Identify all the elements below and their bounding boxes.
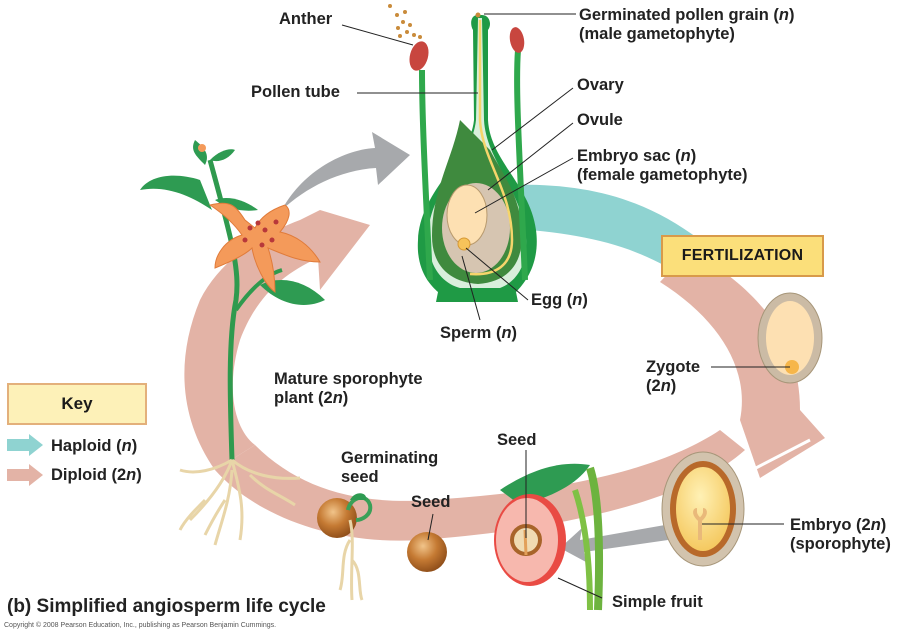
pollen-grains [388, 4, 481, 39]
label-pollen-tube: Pollen tube [251, 83, 340, 101]
label-seed-in-fruit: Seed [497, 431, 537, 449]
diploid-arrow-icon [7, 464, 43, 486]
key-haploid-label: Haploid (n) [51, 437, 138, 455]
label-embryo-sac: Embryo sac (n) (female gametophyte) [577, 147, 748, 184]
figure-caption: (b) Simplified angiosperm life cycle [7, 596, 326, 617]
label-egg: Egg (n) [531, 291, 588, 309]
key-arrows [7, 434, 43, 486]
label-ovule: Ovule [577, 111, 623, 129]
label-zygote: Zygote (2n) [646, 358, 701, 395]
stamens [409, 27, 528, 281]
key-title-box: Key [7, 383, 147, 425]
label-ovary: Ovary [577, 76, 624, 94]
fertilization-stage-box: FERTILIZATION [661, 235, 824, 277]
copyright-notice: Copyright © 2008 Pearson Education, Inc.… [4, 622, 277, 629]
label-simple-fruit: Simple fruit [612, 593, 703, 611]
key-diploid-label: Diploid (2n) [51, 466, 142, 484]
pointer-arrow-to-flower [282, 132, 410, 210]
label-germinated-pollen: Germinated pollen grain (n) (male gameto… [579, 6, 795, 43]
label-mature-sporophyte: Mature sporophyte plant (2n) [274, 370, 423, 407]
diploid-band-right [660, 250, 825, 478]
label-germinating-seed: Germinating seed [341, 449, 439, 486]
pistil [417, 15, 537, 302]
mature-plant [140, 140, 325, 546]
label-anther: Anther [279, 10, 333, 28]
simple-fruit [494, 463, 604, 611]
label-leader-lines [341, 13, 790, 599]
pointer-arrow-to-fruit [560, 525, 668, 562]
haploid-arrow-icon [7, 434, 43, 456]
label-sperm: Sperm (n) [440, 324, 518, 342]
haploid-band [500, 184, 700, 282]
seed [407, 532, 447, 572]
label-embryo: Embryo (2n) (sporophyte) [790, 516, 891, 553]
label-seed: Seed [411, 493, 451, 511]
